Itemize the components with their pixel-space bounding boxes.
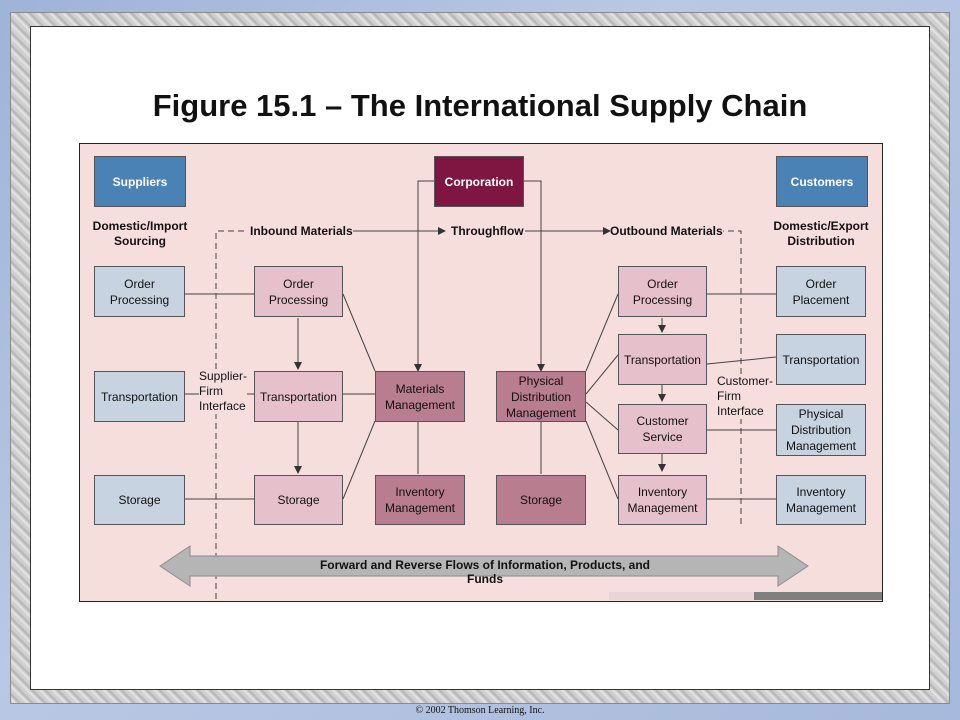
supplier-transportation: Transportation — [94, 371, 185, 422]
customers-header: Customers — [776, 156, 868, 207]
physical-distribution-management: Physical Distribution Management — [496, 371, 586, 422]
customer-physical-distribution: Physical Distribution Management — [776, 404, 866, 456]
inbound-storage: Storage — [254, 475, 343, 525]
inventory-management-center: Inventory Management — [375, 475, 465, 525]
connector-lines — [159, 180, 809, 601]
customer-interface-label: Customer- Firm Interface — [717, 374, 774, 419]
suppliers-header: Suppliers — [94, 156, 186, 207]
distribution-storage: Storage — [496, 475, 586, 525]
customer-order-placement: Order Placement — [776, 266, 866, 317]
flow-double-arrow — [159, 545, 809, 587]
footer-strip-light — [609, 592, 754, 600]
fan-out-1 — [585, 293, 619, 372]
inbound-label: Inbound Materials — [250, 224, 353, 239]
fan-in-3 — [342, 420, 376, 500]
fan-out-3 — [585, 401, 619, 431]
flow-banner-label: Forward and Reverse Flows of Information… — [319, 558, 651, 586]
supplier-order-processing: Order Processing — [94, 266, 185, 317]
outbound-customer-service: Customer Service — [618, 404, 707, 454]
corp-to-materials — [414, 180, 434, 372]
outbound-inventory-management: Inventory Management — [618, 475, 707, 525]
supplier-interface-label: Supplier- Firm Interface — [199, 369, 248, 414]
page-title: Figure 15.1 – The International Supply C… — [152, 88, 808, 123]
customer-transportation: Transportation — [776, 334, 866, 385]
corp-to-distribution — [517, 180, 545, 372]
inbound-order-processing: Order Processing — [254, 266, 343, 317]
supply-chain-diagram: Suppliers Corporation Customers Domestic… — [79, 143, 883, 602]
fan-out-2 — [585, 354, 619, 395]
sourcing-label: Domestic/Import Sourcing — [92, 219, 188, 249]
customer-inventory-management: Inventory Management — [776, 475, 866, 525]
cust-link-2 — [706, 356, 777, 365]
outbound-transportation: Transportation — [618, 334, 707, 385]
throughflow-label: Throughflow — [451, 224, 524, 239]
distribution-label: Domestic/Export Distribution — [770, 219, 872, 249]
corporation-header: Corporation — [434, 156, 524, 207]
footer-strip-dark — [754, 592, 882, 600]
outbound-label: Outbound Materials — [610, 224, 723, 239]
customer-interface-dash — [721, 230, 742, 524]
supplier-interface-dash — [215, 230, 247, 601]
supplier-storage: Storage — [94, 475, 185, 525]
outbound-order-processing: Order Processing — [618, 266, 707, 317]
materials-management: Materials Management — [375, 371, 465, 422]
fan-in-1 — [342, 293, 376, 372]
inbound-transportation: Transportation — [254, 371, 343, 422]
fan-out-4 — [585, 420, 619, 500]
copyright-notice: © 2002 Thomson Learning, Inc. — [415, 705, 545, 716]
